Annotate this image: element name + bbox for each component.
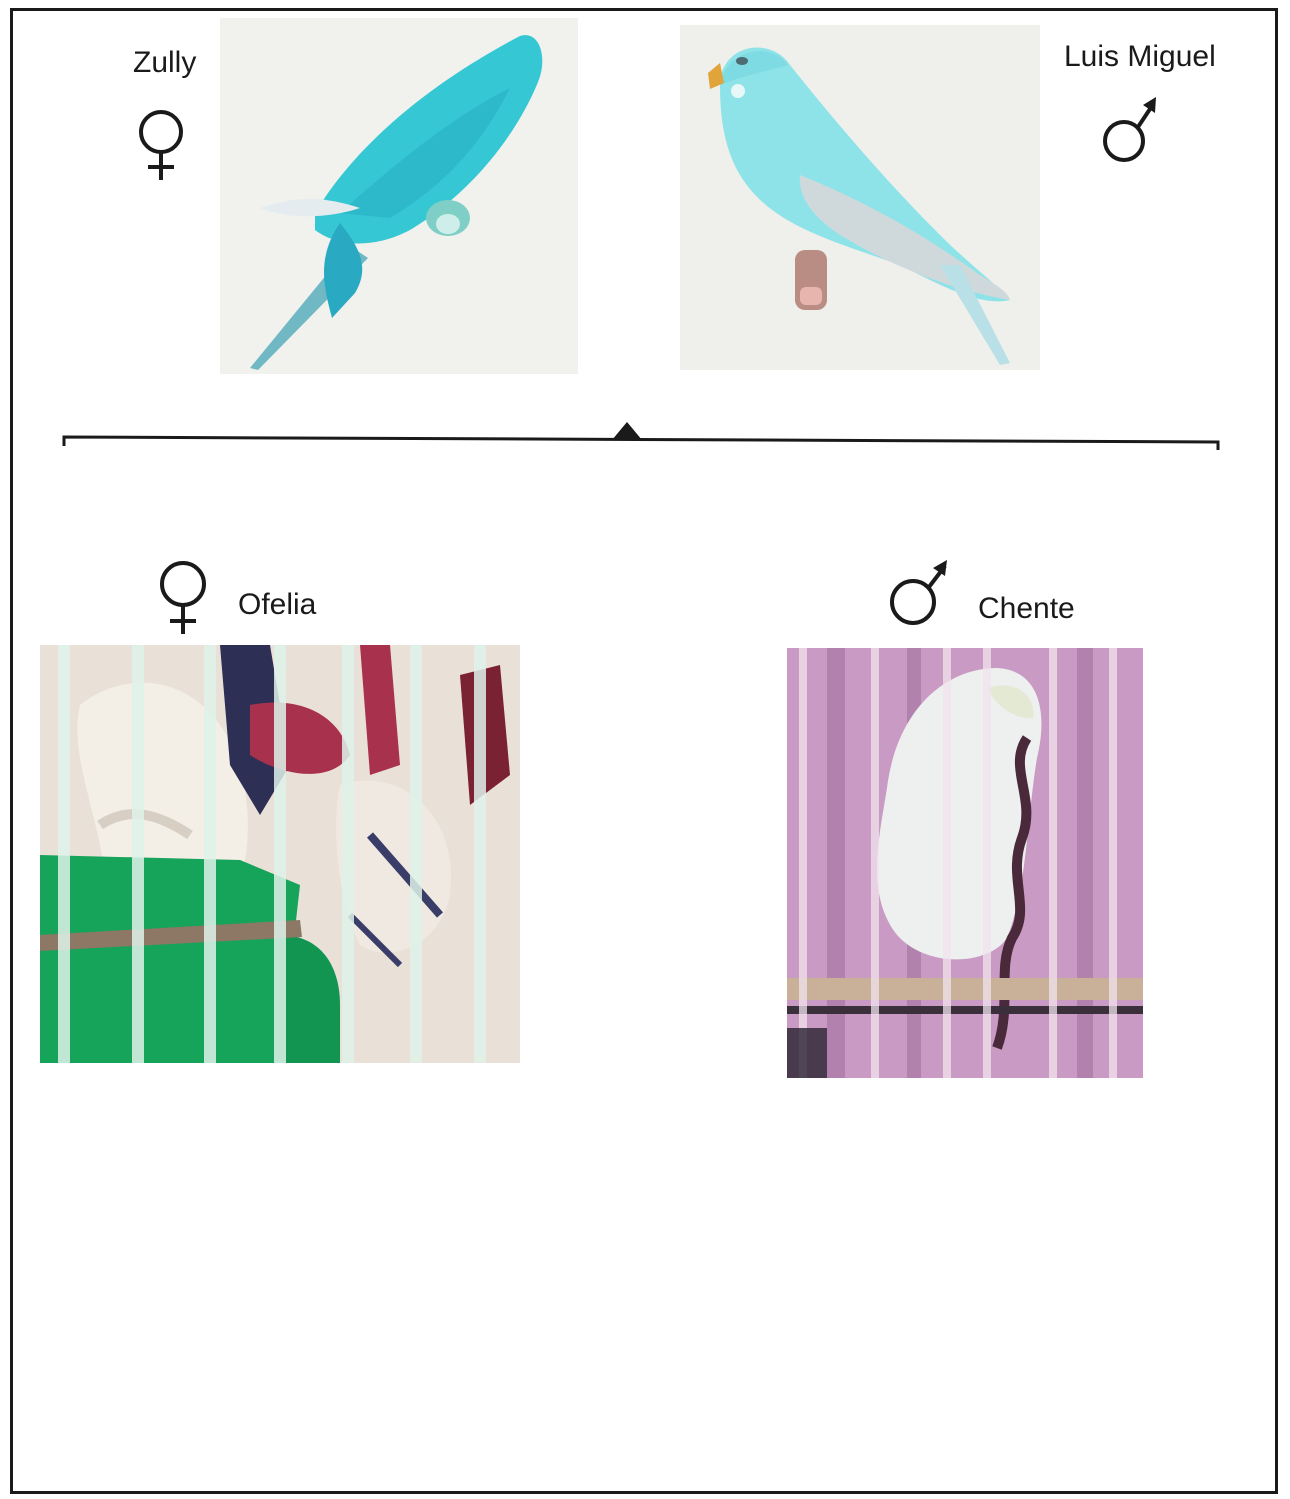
- offspring-female-name: Ofelia: [238, 590, 316, 620]
- pedigree-arrow-icon: [612, 422, 642, 440]
- offspring-male-photo: [787, 648, 1143, 1078]
- offspring-male-name: Chente: [978, 594, 1075, 624]
- female-symbol-icon: [153, 560, 213, 636]
- male-symbol-icon: [887, 558, 953, 628]
- pedigree-connector-line: [0, 0, 1290, 470]
- offspring-female-photo: [40, 645, 520, 1063]
